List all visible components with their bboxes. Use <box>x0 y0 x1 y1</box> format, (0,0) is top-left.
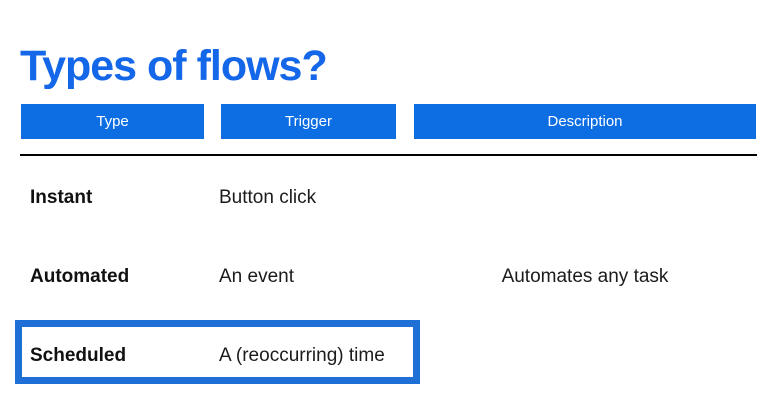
row-automated-type-cell: Automated <box>30 266 130 287</box>
row-scheduled-type-cell: Scheduled <box>30 345 127 366</box>
row-instant-trigger-cell: Button click <box>219 187 317 208</box>
column-header-trigger: Trigger <box>221 104 396 139</box>
column-header-description: Description <box>414 104 756 139</box>
row-scheduled-trigger-cell: A (reoccurring) time <box>219 345 385 366</box>
column-header-type: Type <box>21 104 204 139</box>
column-header-trigger-label: Trigger <box>285 113 332 130</box>
page-title: Types of flows? <box>20 41 328 90</box>
header-divider-line <box>20 154 757 156</box>
row-automated-description-cell: Automates any task <box>501 266 669 287</box>
scheduled-row-highlight-border <box>15 320 420 384</box>
column-header-type-label: Type <box>96 113 129 130</box>
row-instant-type-cell: Instant <box>30 187 93 208</box>
row-automated-trigger-cell: An event <box>219 266 294 287</box>
column-header-description-label: Description <box>547 113 623 130</box>
